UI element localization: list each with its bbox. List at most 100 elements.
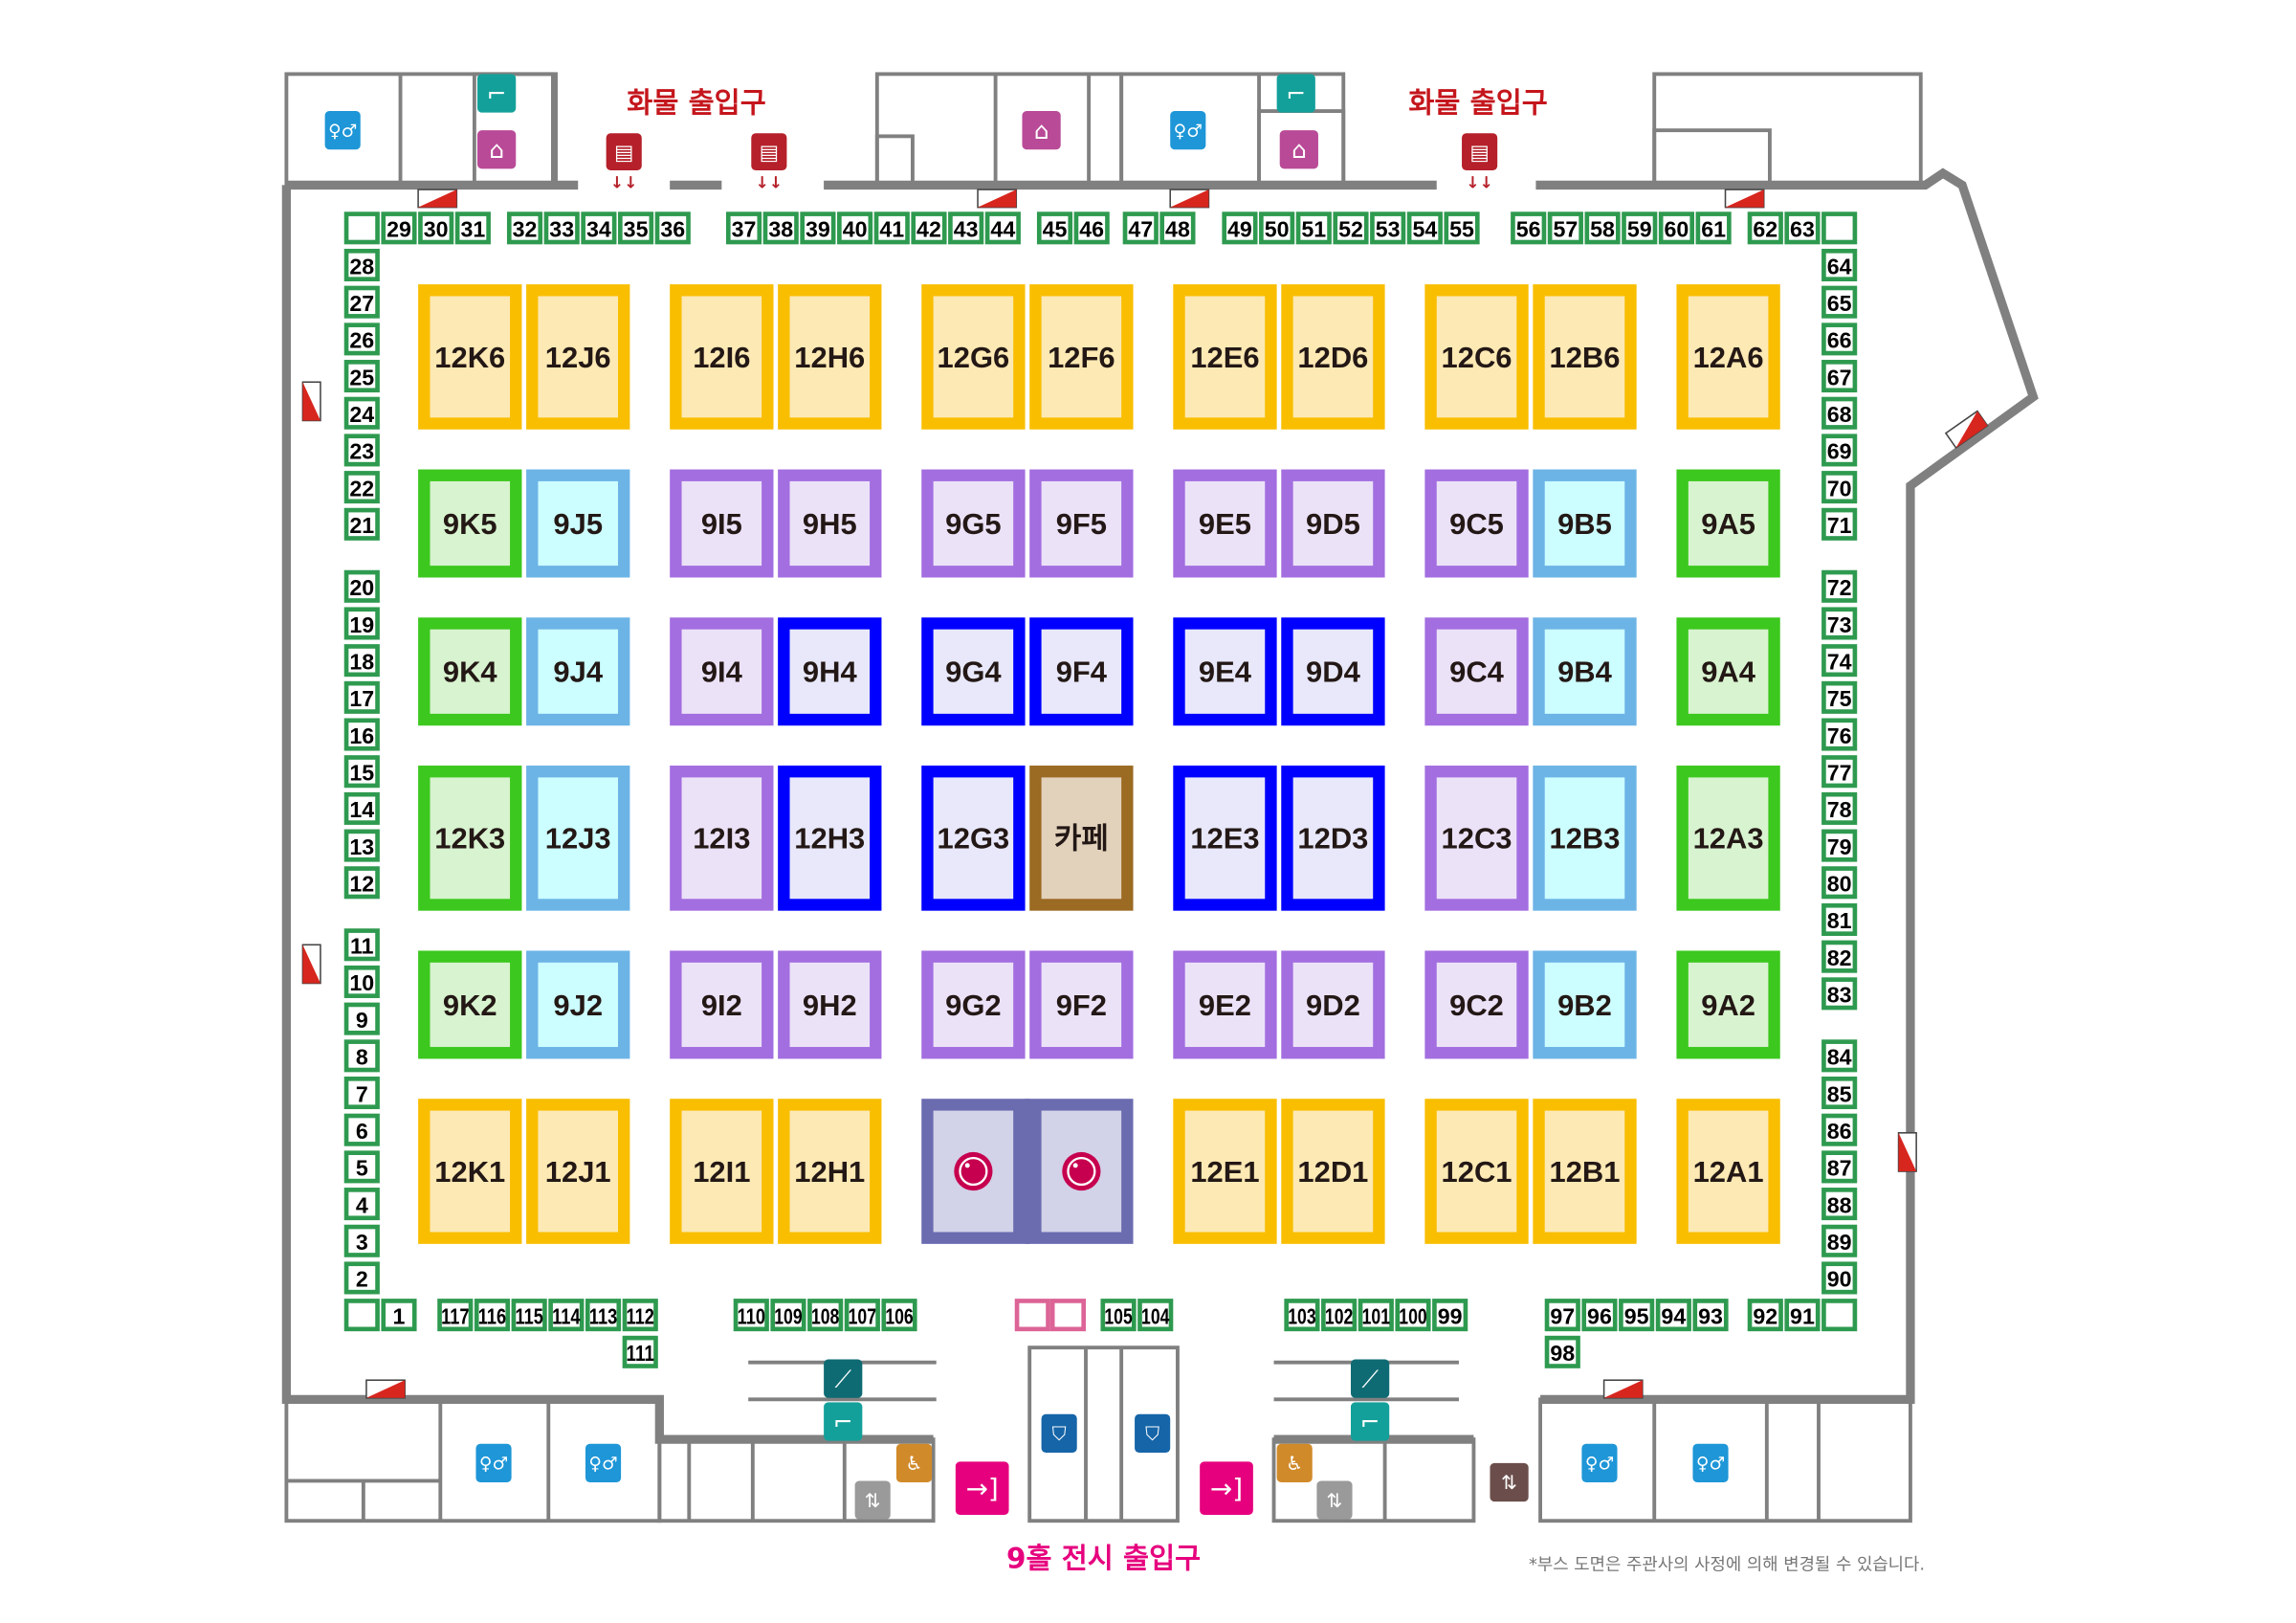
small-booth-79[interactable]: 79 xyxy=(1821,829,1858,862)
small-booth-72[interactable]: 72 xyxy=(1821,569,1858,603)
small-booth-86[interactable]: 86 xyxy=(1821,1113,1858,1146)
booth-12G6[interactable]: 12G6 xyxy=(921,284,1026,430)
small-booth-46[interactable]: 46 xyxy=(1073,211,1110,245)
small-booth-blank[interactable] xyxy=(1821,211,1858,245)
small-booth-44[interactable]: 44 xyxy=(984,211,1021,245)
small-booth-71[interactable]: 71 xyxy=(1821,507,1858,541)
booth-9F4[interactable]: 9F4 xyxy=(1029,617,1134,726)
small-booth-41[interactable]: 41 xyxy=(873,211,910,245)
small-booth-9[interactable]: 9 xyxy=(343,1002,380,1035)
small-booth-11[interactable]: 11 xyxy=(343,928,380,962)
booth-9A5[interactable]: 9A5 xyxy=(1676,469,1780,578)
small-booth-32[interactable]: 32 xyxy=(506,211,543,245)
small-booth-99[interactable]: 99 xyxy=(1432,1299,1468,1332)
small-booth-2[interactable]: 2 xyxy=(343,1261,380,1295)
booth-9C2[interactable]: 9C2 xyxy=(1424,950,1529,1059)
small-booth-110[interactable]: 110 xyxy=(733,1299,769,1332)
booth-9A2[interactable]: 9A2 xyxy=(1676,950,1780,1059)
booth-9D5[interactable]: 9D5 xyxy=(1281,469,1385,578)
small-booth-22[interactable]: 22 xyxy=(343,471,380,504)
small-booth-68[interactable]: 68 xyxy=(1821,396,1858,430)
booth-9K4[interactable]: 9K4 xyxy=(418,617,522,726)
small-booth-31[interactable]: 31 xyxy=(454,211,491,245)
small-booth-51[interactable]: 51 xyxy=(1295,211,1332,245)
small-booth-67[interactable]: 67 xyxy=(1821,360,1858,393)
small-booth-34[interactable]: 34 xyxy=(581,211,617,245)
booth-12J3[interactable]: 12J3 xyxy=(526,766,630,911)
small-booth-56[interactable]: 56 xyxy=(1511,211,1547,245)
small-booth-57[interactable]: 57 xyxy=(1547,211,1583,245)
small-booth-8[interactable]: 8 xyxy=(343,1039,380,1073)
booth-12K3[interactable]: 12K3 xyxy=(418,766,522,911)
small-booth-60[interactable]: 60 xyxy=(1658,211,1695,245)
small-booth-116[interactable]: 116 xyxy=(474,1299,511,1332)
small-booth-58[interactable]: 58 xyxy=(1584,211,1621,245)
small-booth-33[interactable]: 33 xyxy=(543,211,580,245)
small-booth-89[interactable]: 89 xyxy=(1821,1224,1858,1257)
booth-12H3[interactable]: 12H3 xyxy=(778,766,882,911)
booth-9A4[interactable]: 9A4 xyxy=(1676,617,1780,726)
booth-12B6[interactable]: 12B6 xyxy=(1533,284,1637,430)
small-booth-1[interactable]: 1 xyxy=(381,1299,417,1332)
small-booth-blank[interactable] xyxy=(1821,1299,1858,1332)
small-booth-75[interactable]: 75 xyxy=(1821,680,1858,714)
booth-9G2[interactable]: 9G2 xyxy=(921,950,1026,1059)
small-booth-77[interactable]: 77 xyxy=(1821,755,1858,789)
small-booth-115[interactable]: 115 xyxy=(511,1299,547,1332)
small-booth-16[interactable]: 16 xyxy=(343,718,380,751)
small-booth-90[interactable]: 90 xyxy=(1821,1261,1858,1295)
small-booth-98[interactable]: 98 xyxy=(1544,1335,1580,1368)
small-booth-15[interactable]: 15 xyxy=(343,755,380,789)
booth-9H5[interactable]: 9H5 xyxy=(778,469,882,578)
booth-12I1[interactable]: 12I1 xyxy=(670,1099,774,1244)
booth-9B2[interactable]: 9B2 xyxy=(1533,950,1637,1059)
small-booth-97[interactable]: 97 xyxy=(1544,1299,1580,1332)
small-booth-6[interactable]: 6 xyxy=(343,1113,380,1146)
booth-9H4[interactable]: 9H4 xyxy=(778,617,882,726)
small-booth-42[interactable]: 42 xyxy=(911,211,947,245)
small-booth-36[interactable]: 36 xyxy=(654,211,691,245)
small-booth-13[interactable]: 13 xyxy=(343,829,380,862)
booth-lg[interactable] xyxy=(921,1099,1030,1244)
small-booth-40[interactable]: 40 xyxy=(837,211,873,245)
booth-12A3[interactable]: 12A3 xyxy=(1676,766,1780,911)
small-booth-65[interactable]: 65 xyxy=(1821,285,1858,319)
small-booth-107[interactable]: 107 xyxy=(844,1299,880,1332)
small-booth-106[interactable]: 106 xyxy=(881,1299,917,1332)
small-booth-17[interactable]: 17 xyxy=(343,680,380,714)
small-booth-27[interactable]: 27 xyxy=(343,285,380,319)
small-booth-76[interactable]: 76 xyxy=(1821,718,1858,751)
booth-9G4[interactable]: 9G4 xyxy=(921,617,1026,726)
small-booth-85[interactable]: 85 xyxy=(1821,1076,1858,1110)
booth-9C4[interactable]: 9C4 xyxy=(1424,617,1529,726)
small-booth-48[interactable]: 48 xyxy=(1159,211,1196,245)
small-booth-7[interactable]: 7 xyxy=(343,1076,380,1110)
small-booth-84[interactable]: 84 xyxy=(1821,1039,1858,1073)
small-booth-87[interactable]: 87 xyxy=(1821,1150,1858,1184)
booth-카페[interactable]: 카페 xyxy=(1029,766,1134,911)
small-booth-104[interactable]: 104 xyxy=(1137,1299,1174,1332)
small-booth-20[interactable]: 20 xyxy=(343,569,380,603)
small-booth-blank[interactable] xyxy=(343,211,380,245)
small-booth-66[interactable]: 66 xyxy=(1821,322,1858,356)
small-booth-59[interactable]: 59 xyxy=(1622,211,1658,245)
small-booth-55[interactable]: 55 xyxy=(1444,211,1480,245)
small-booth-29[interactable]: 29 xyxy=(381,211,417,245)
small-booth-50[interactable]: 50 xyxy=(1259,211,1295,245)
small-booth-23[interactable]: 23 xyxy=(343,434,380,467)
booth-12H6[interactable]: 12H6 xyxy=(778,284,882,430)
small-booth-114[interactable]: 114 xyxy=(548,1299,585,1332)
small-booth-78[interactable]: 78 xyxy=(1821,791,1858,825)
booth-12B3[interactable]: 12B3 xyxy=(1533,766,1637,911)
small-booth-21[interactable]: 21 xyxy=(343,507,380,541)
booth-9E5[interactable]: 9E5 xyxy=(1173,469,1277,578)
booth-9G5[interactable]: 9G5 xyxy=(921,469,1026,578)
booth-9K5[interactable]: 9K5 xyxy=(418,469,522,578)
booth-9J4[interactable]: 9J4 xyxy=(526,617,630,726)
booth-9F2[interactable]: 9F2 xyxy=(1029,950,1134,1059)
booth-9I5[interactable]: 9I5 xyxy=(670,469,774,578)
small-booth-109[interactable]: 109 xyxy=(770,1299,806,1332)
small-booth-4[interactable]: 4 xyxy=(343,1188,380,1221)
small-booth-83[interactable]: 83 xyxy=(1821,977,1858,1011)
small-booth-25[interactable]: 25 xyxy=(343,360,380,393)
